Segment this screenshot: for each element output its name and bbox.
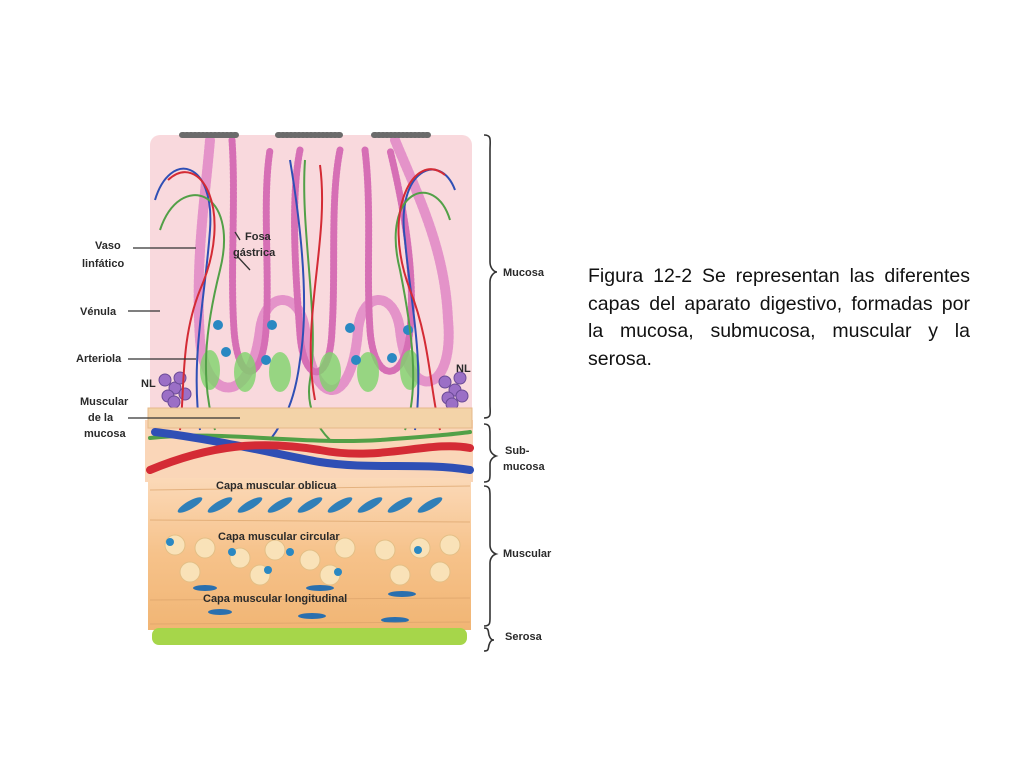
muscle-stripes: [149, 485, 471, 625]
label-nl-left: NL: [141, 378, 156, 390]
basal-cells: [200, 320, 420, 392]
layer-label-mucosa: Mucosa: [503, 267, 545, 279]
label-capa-circular: Capa muscular circular: [218, 531, 340, 543]
label-nl-right: NL: [456, 363, 471, 375]
label-arteriola: Arteriola: [76, 353, 122, 365]
submucosa-vessels: [146, 428, 474, 474]
label-capa-oblicua: Capa muscular oblicua: [216, 480, 337, 492]
gastric-pits: [179, 132, 454, 395]
lymph-nodule-right: [438, 371, 469, 411]
layer-label-muscular: Muscular: [503, 548, 552, 560]
serosa-layer: [152, 628, 467, 645]
layer-label-submucosa: Sub-mucosa: [503, 445, 545, 473]
layer-label-serosa: Serosa: [505, 631, 543, 643]
longitudinal-muscle-cells: [193, 585, 416, 623]
circular-muscle-nuclei: [166, 538, 422, 576]
oblique-muscle-cells: [177, 497, 443, 513]
figure-caption: Figura 12-2 Se representan las diferente…: [588, 265, 970, 371]
layer-braces: [483, 134, 499, 652]
label-capa-longitudinal: Capa muscular longitudinal: [203, 593, 347, 605]
label-pointers: [128, 231, 251, 419]
label-venula: Vénula: [80, 306, 117, 318]
